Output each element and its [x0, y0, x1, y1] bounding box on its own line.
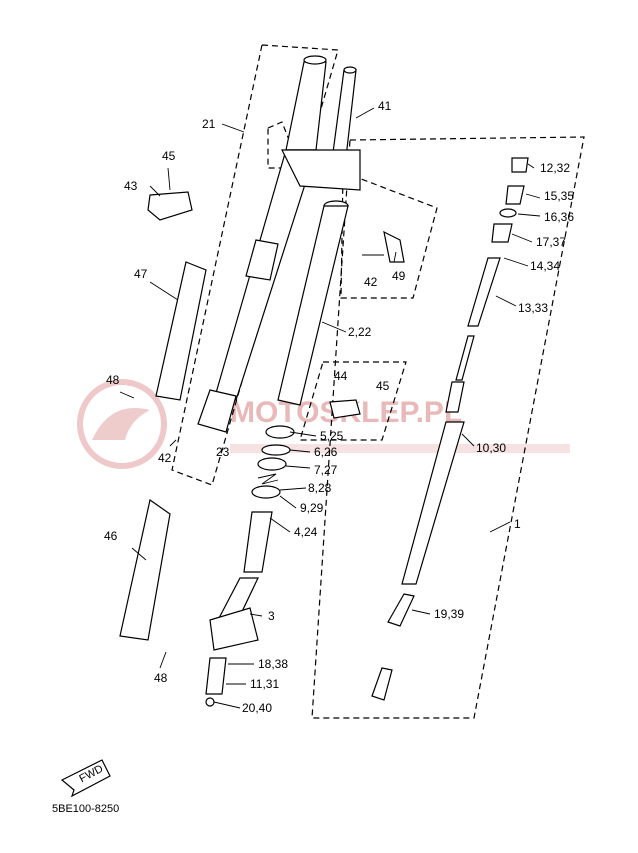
callout-14-34: 14,34 [530, 259, 560, 273]
lower-tube-part [205, 511, 273, 707]
callout-12-32: 12,32 [540, 161, 570, 175]
callout-2-22: 2,22 [348, 325, 372, 339]
outer-tube-group-outline [171, 44, 339, 486]
inner-tube-part [277, 200, 349, 406]
diagram-code: 5BE100-8250 [52, 803, 119, 815]
callout-46: 46 [104, 529, 118, 543]
callout-21: 21 [202, 117, 216, 131]
callout-1: 1 [514, 517, 521, 531]
callout-18-38: 18,38 [258, 657, 288, 671]
fwd-arrow-icon: FWD [60, 759, 111, 798]
steering-stem-part [281, 66, 361, 191]
leader-lines [119, 107, 541, 709]
callout-45-upper: 45 [162, 149, 176, 163]
callout-7-27: 7,27 [314, 463, 338, 477]
callout-15-35: 15,35 [544, 189, 574, 203]
callout-42-bracket: 42 [364, 275, 378, 289]
callout-48-upper: 48 [106, 373, 120, 387]
fork-cartridge-parts [371, 157, 529, 701]
clamp-group-outline [299, 361, 407, 441]
callout-11-31: 11,31 [250, 677, 279, 691]
callout-13-33: 13,33 [518, 301, 548, 315]
callout-47: 47 [134, 267, 148, 281]
clamp-44-part [329, 399, 361, 419]
callout-8-28: 8,28 [308, 481, 332, 495]
callout-6-26: 6,26 [314, 445, 338, 459]
callout-19-39: 19,39 [434, 607, 464, 621]
callout-9-29: 9,29 [300, 501, 324, 515]
callout-48-lower: 48 [154, 671, 168, 685]
callout-44: 44 [334, 369, 348, 383]
callout-5-25: 5,25 [320, 429, 344, 443]
callout-49: 49 [392, 269, 406, 283]
callout-42-lower: 42 [158, 451, 172, 465]
clamp-43-part [147, 191, 193, 221]
callout-43: 43 [124, 179, 138, 193]
bolt-45-part [167, 167, 171, 191]
callout-23: 23 [216, 445, 230, 459]
callout-20-40: 20,40 [242, 701, 272, 715]
seal-rings [251, 425, 295, 499]
callout-17-37: 17,37 [536, 235, 566, 249]
plate-47-part [155, 261, 207, 401]
watermark-logo-ring [77, 379, 167, 469]
callout-10-30: 10,30 [476, 441, 506, 455]
outer-tube-part [197, 55, 327, 433]
bracket-49-part [383, 230, 405, 263]
callout-3: 3 [268, 609, 275, 623]
watermark-subline [230, 444, 570, 453]
bracket-group-outline [340, 171, 438, 299]
watermark-logo-shape [92, 408, 150, 440]
callout-16-36: 16,36 [544, 210, 574, 224]
callout-41: 41 [378, 99, 392, 113]
callout-4-24: 4,24 [294, 525, 318, 539]
fork-assembly-group-outline [311, 136, 585, 719]
callout-45-lower: 45 [376, 379, 390, 393]
guard-46-part [119, 498, 171, 641]
